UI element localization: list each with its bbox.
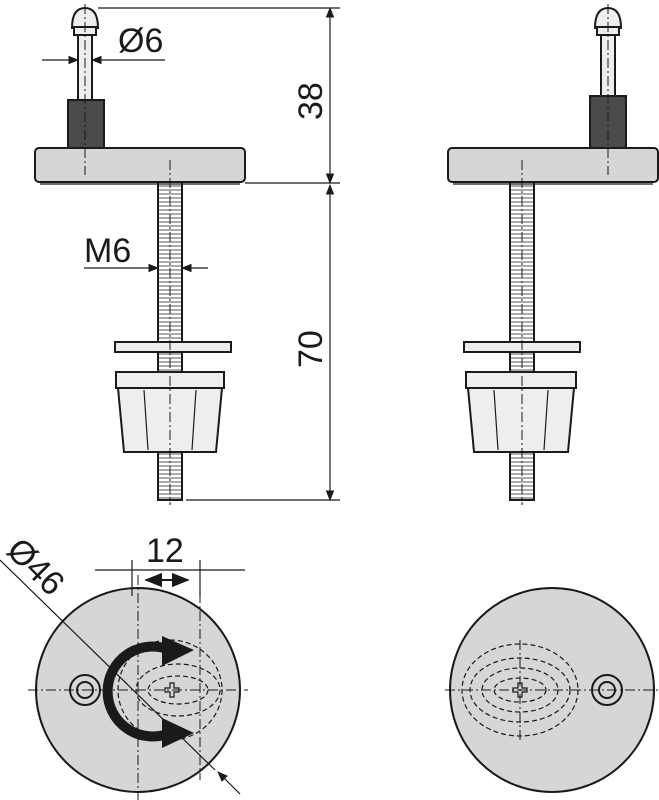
base-plate-right [447,147,659,183]
pin-diameter-label: Ø6 [118,22,163,60]
left-side-view [34,4,246,505]
base-plate [34,147,246,183]
pin-height-label: 38 [292,82,330,120]
right-side-view [447,4,659,505]
screw-cross-right [512,682,528,698]
height-dimensions: 38 70 [98,6,340,502]
pin-sleeve [67,99,105,149]
pin-diameter-dimension: Ø6 [42,22,165,65]
base-diameter-label: Ø46 [0,531,72,603]
thread-dimension: M6 [84,232,208,273]
base-disc-right [449,587,655,793]
washer [114,341,232,353]
nut-body-right [466,387,576,453]
rotation-arrow [102,641,172,742]
nut-top-right [465,371,577,389]
thread-label: M6 [84,232,131,270]
screw-cross [164,682,180,698]
offset-label: 12 [146,532,184,570]
thread-length-label: 70 [292,330,330,368]
offset-dimension: 12 [95,532,245,596]
right-top-view [445,587,659,793]
left-top-view [28,575,248,800]
